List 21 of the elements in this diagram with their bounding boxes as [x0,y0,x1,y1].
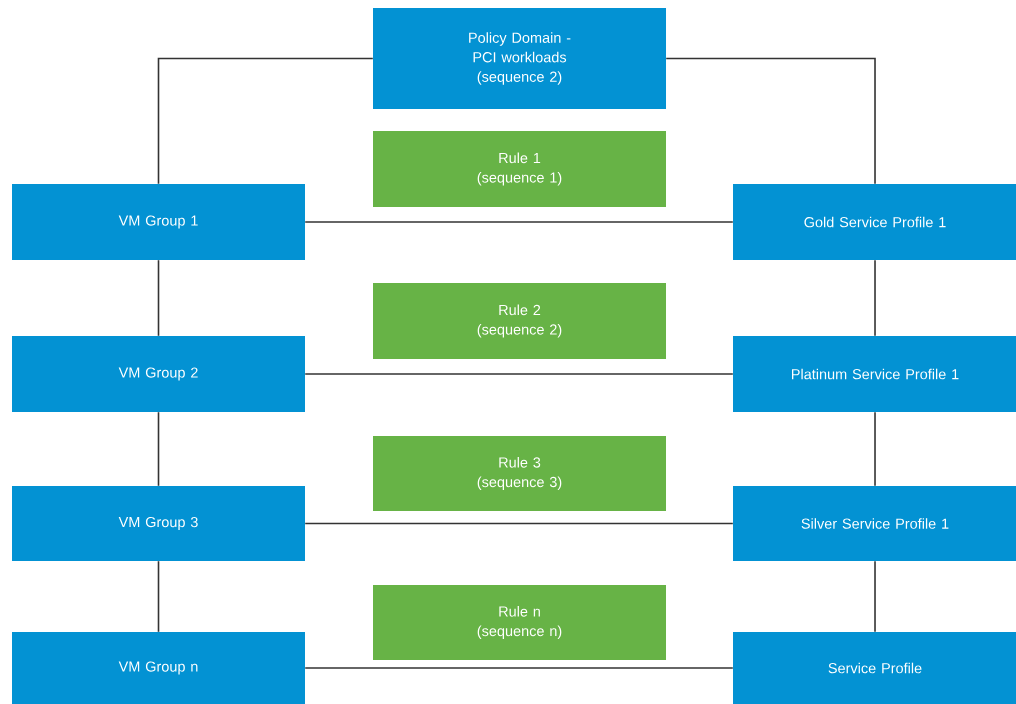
connector-line [304,522,734,525]
group-box: VM Group 3 [12,486,305,561]
profile-box: Silver Service Profile 1 [733,486,1016,561]
connector-line [157,560,160,633]
connector-line [157,411,160,487]
connector-line [157,259,160,337]
domain-box: Policy Domain - PCI workloads (sequence 2) [373,8,666,109]
profile-box: Gold Service Profile 1 [733,184,1016,260]
connector-line [304,667,734,669]
connector-line [157,57,374,185]
connector-line [665,57,876,185]
connector-line [874,259,876,337]
connector-line [304,221,734,223]
connector-line [304,373,734,375]
group-box: VM Group 2 [12,336,305,412]
connector-line [874,560,876,633]
group-box: VM Group 1 [12,184,305,260]
connector-line [874,411,876,487]
profile-box: Platinum Service Profile 1 [733,336,1016,412]
group-box: VM Group n [12,632,305,704]
profile-box: Service Profile [733,632,1016,704]
